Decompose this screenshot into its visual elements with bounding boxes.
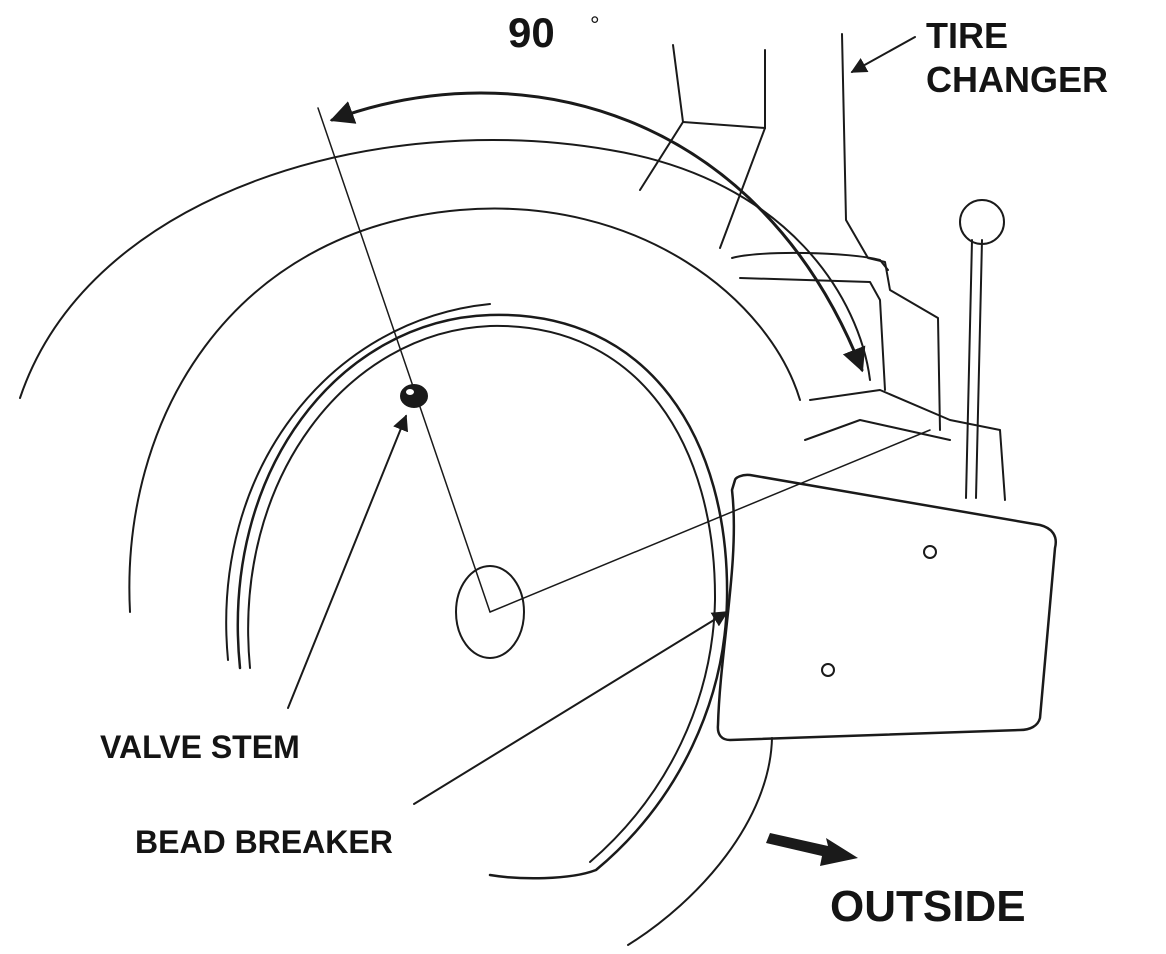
changer-body-outline xyxy=(841,33,941,431)
rim-flange-outer xyxy=(236,313,729,880)
changer-column-line5 xyxy=(719,127,766,249)
blade-bolt-bottom xyxy=(821,663,835,677)
outside-direction-arrow xyxy=(766,833,858,866)
changer-block xyxy=(739,277,886,391)
changer-arm xyxy=(804,419,951,441)
rim-flange-inner xyxy=(247,324,717,863)
tire-lower-arc xyxy=(627,737,773,946)
valve-stem-label: VALVE STEM xyxy=(100,729,300,765)
changer-column-line1 xyxy=(672,44,684,123)
changer-column-line3 xyxy=(639,121,684,191)
angle-arc xyxy=(329,91,866,373)
bead-breaker-label: BEAD BREAKER xyxy=(135,824,393,860)
bead-breaker-leader xyxy=(413,611,729,805)
handle-shaft-right xyxy=(975,239,983,499)
tire-outer-arc xyxy=(19,139,871,399)
blade-bolt-top xyxy=(923,545,937,559)
wheel-hub xyxy=(455,565,525,659)
tire-changer-label-line2: CHANGER xyxy=(926,59,1109,100)
degree-symbol: ° xyxy=(590,12,600,39)
changer-shoulder xyxy=(731,251,889,271)
handle-knob xyxy=(959,199,1005,245)
angle-label: 90 xyxy=(508,9,555,56)
bead-breaker-blade xyxy=(716,473,1057,742)
valve-stem-icon xyxy=(400,384,428,408)
changer-lower xyxy=(809,389,1006,501)
valve-reference-line xyxy=(317,107,491,613)
handle-shaft-left xyxy=(965,239,973,499)
tire-changer-label-line1: TIRE xyxy=(926,15,1009,56)
tire-changer-leader xyxy=(850,36,916,73)
changer-column-line4 xyxy=(682,121,766,129)
valve-stem-leader xyxy=(287,414,409,709)
breaker-reference-line xyxy=(489,429,931,613)
tire-left-arc xyxy=(128,207,801,613)
outside-label: OUTSIDE xyxy=(830,882,1026,931)
